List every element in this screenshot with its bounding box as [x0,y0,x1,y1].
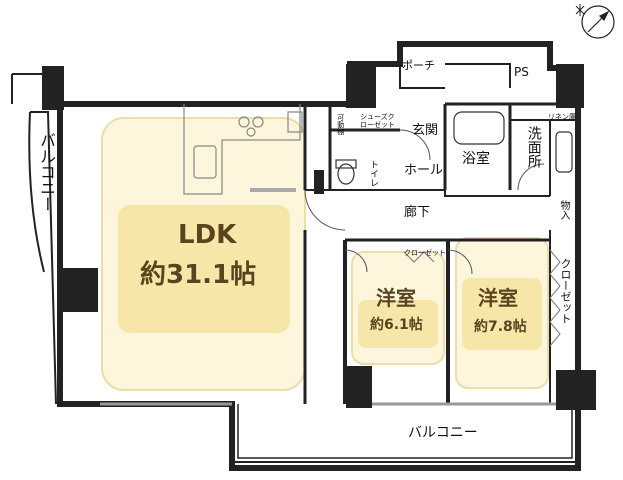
balcony-left-label: バルコニー [37,132,56,212]
column [42,66,64,110]
ldk-label: LDK [178,220,237,250]
column [556,64,584,108]
bath-label: 浴室 [462,151,490,167]
left-balcony-curve [28,111,45,273]
column [556,370,596,410]
shoe-closet-label: シューズクローゼット [360,113,395,129]
closet-right-label: クローゼット [559,258,572,324]
column [346,366,372,408]
hall-label: ホール [404,163,444,178]
closet-fold [403,251,435,263]
stove-burner [246,127,256,137]
western2-label: 洋室 [478,286,518,310]
ldk-inner-fill [118,205,290,333]
column [346,64,376,108]
column [58,268,98,312]
bathtub [453,111,505,145]
porch-label: ポーチ [402,59,435,72]
kitchen [183,104,303,195]
closet-small-label: クローゼット [404,249,446,257]
western2-size: 約7.8帖 [474,319,527,335]
corridor-label: 廊下 [404,205,431,220]
door-western2 [447,249,473,275]
toilet-tank [335,159,357,169]
door-western1 [344,249,368,273]
storage-label: 物入 [558,200,569,220]
western1-label: 洋室 [376,286,416,310]
western1-size: 約6.1帖 [370,317,423,333]
entrance-label: 玄関 [412,123,439,138]
columns [42,64,596,410]
closet-fold [549,249,561,347]
toilet-bowl [337,163,355,185]
porch-box [399,44,511,89]
fridge [287,111,303,133]
fixtures [335,111,573,185]
kitchen-counter [183,104,301,195]
movable-shelf-label: 可動棚 [336,114,345,135]
stove-burner [252,116,264,128]
washbasin [555,131,573,173]
sink [193,145,217,179]
door-ldk [304,189,346,231]
western1-inner-fill [358,300,438,348]
ps-label: PS [514,65,529,79]
balcony-bottom-label: バルコニー [408,425,478,441]
linen-label: リネン庫 [548,113,576,121]
wash-walls [510,119,578,196]
bath-walls [443,102,578,190]
stove-burner [238,116,250,128]
column [314,170,324,194]
door-entrance [399,129,431,161]
doors [100,129,556,406]
toilet-label: トイレ [368,160,378,187]
compass-icon [575,4,615,39]
closet-doors [403,249,561,347]
western2-inner-fill [462,278,542,350]
bottom-balcony-inner [237,404,573,459]
entry-wall [328,104,400,190]
ldk-size: 約31.1帖 [140,260,257,290]
washroom-label: 洗面所 [525,126,542,168]
bottom-balcony-rail [231,404,578,463]
left-balcony-rail [11,73,57,405]
door-bath [517,163,545,191]
corridor-top [305,189,550,197]
